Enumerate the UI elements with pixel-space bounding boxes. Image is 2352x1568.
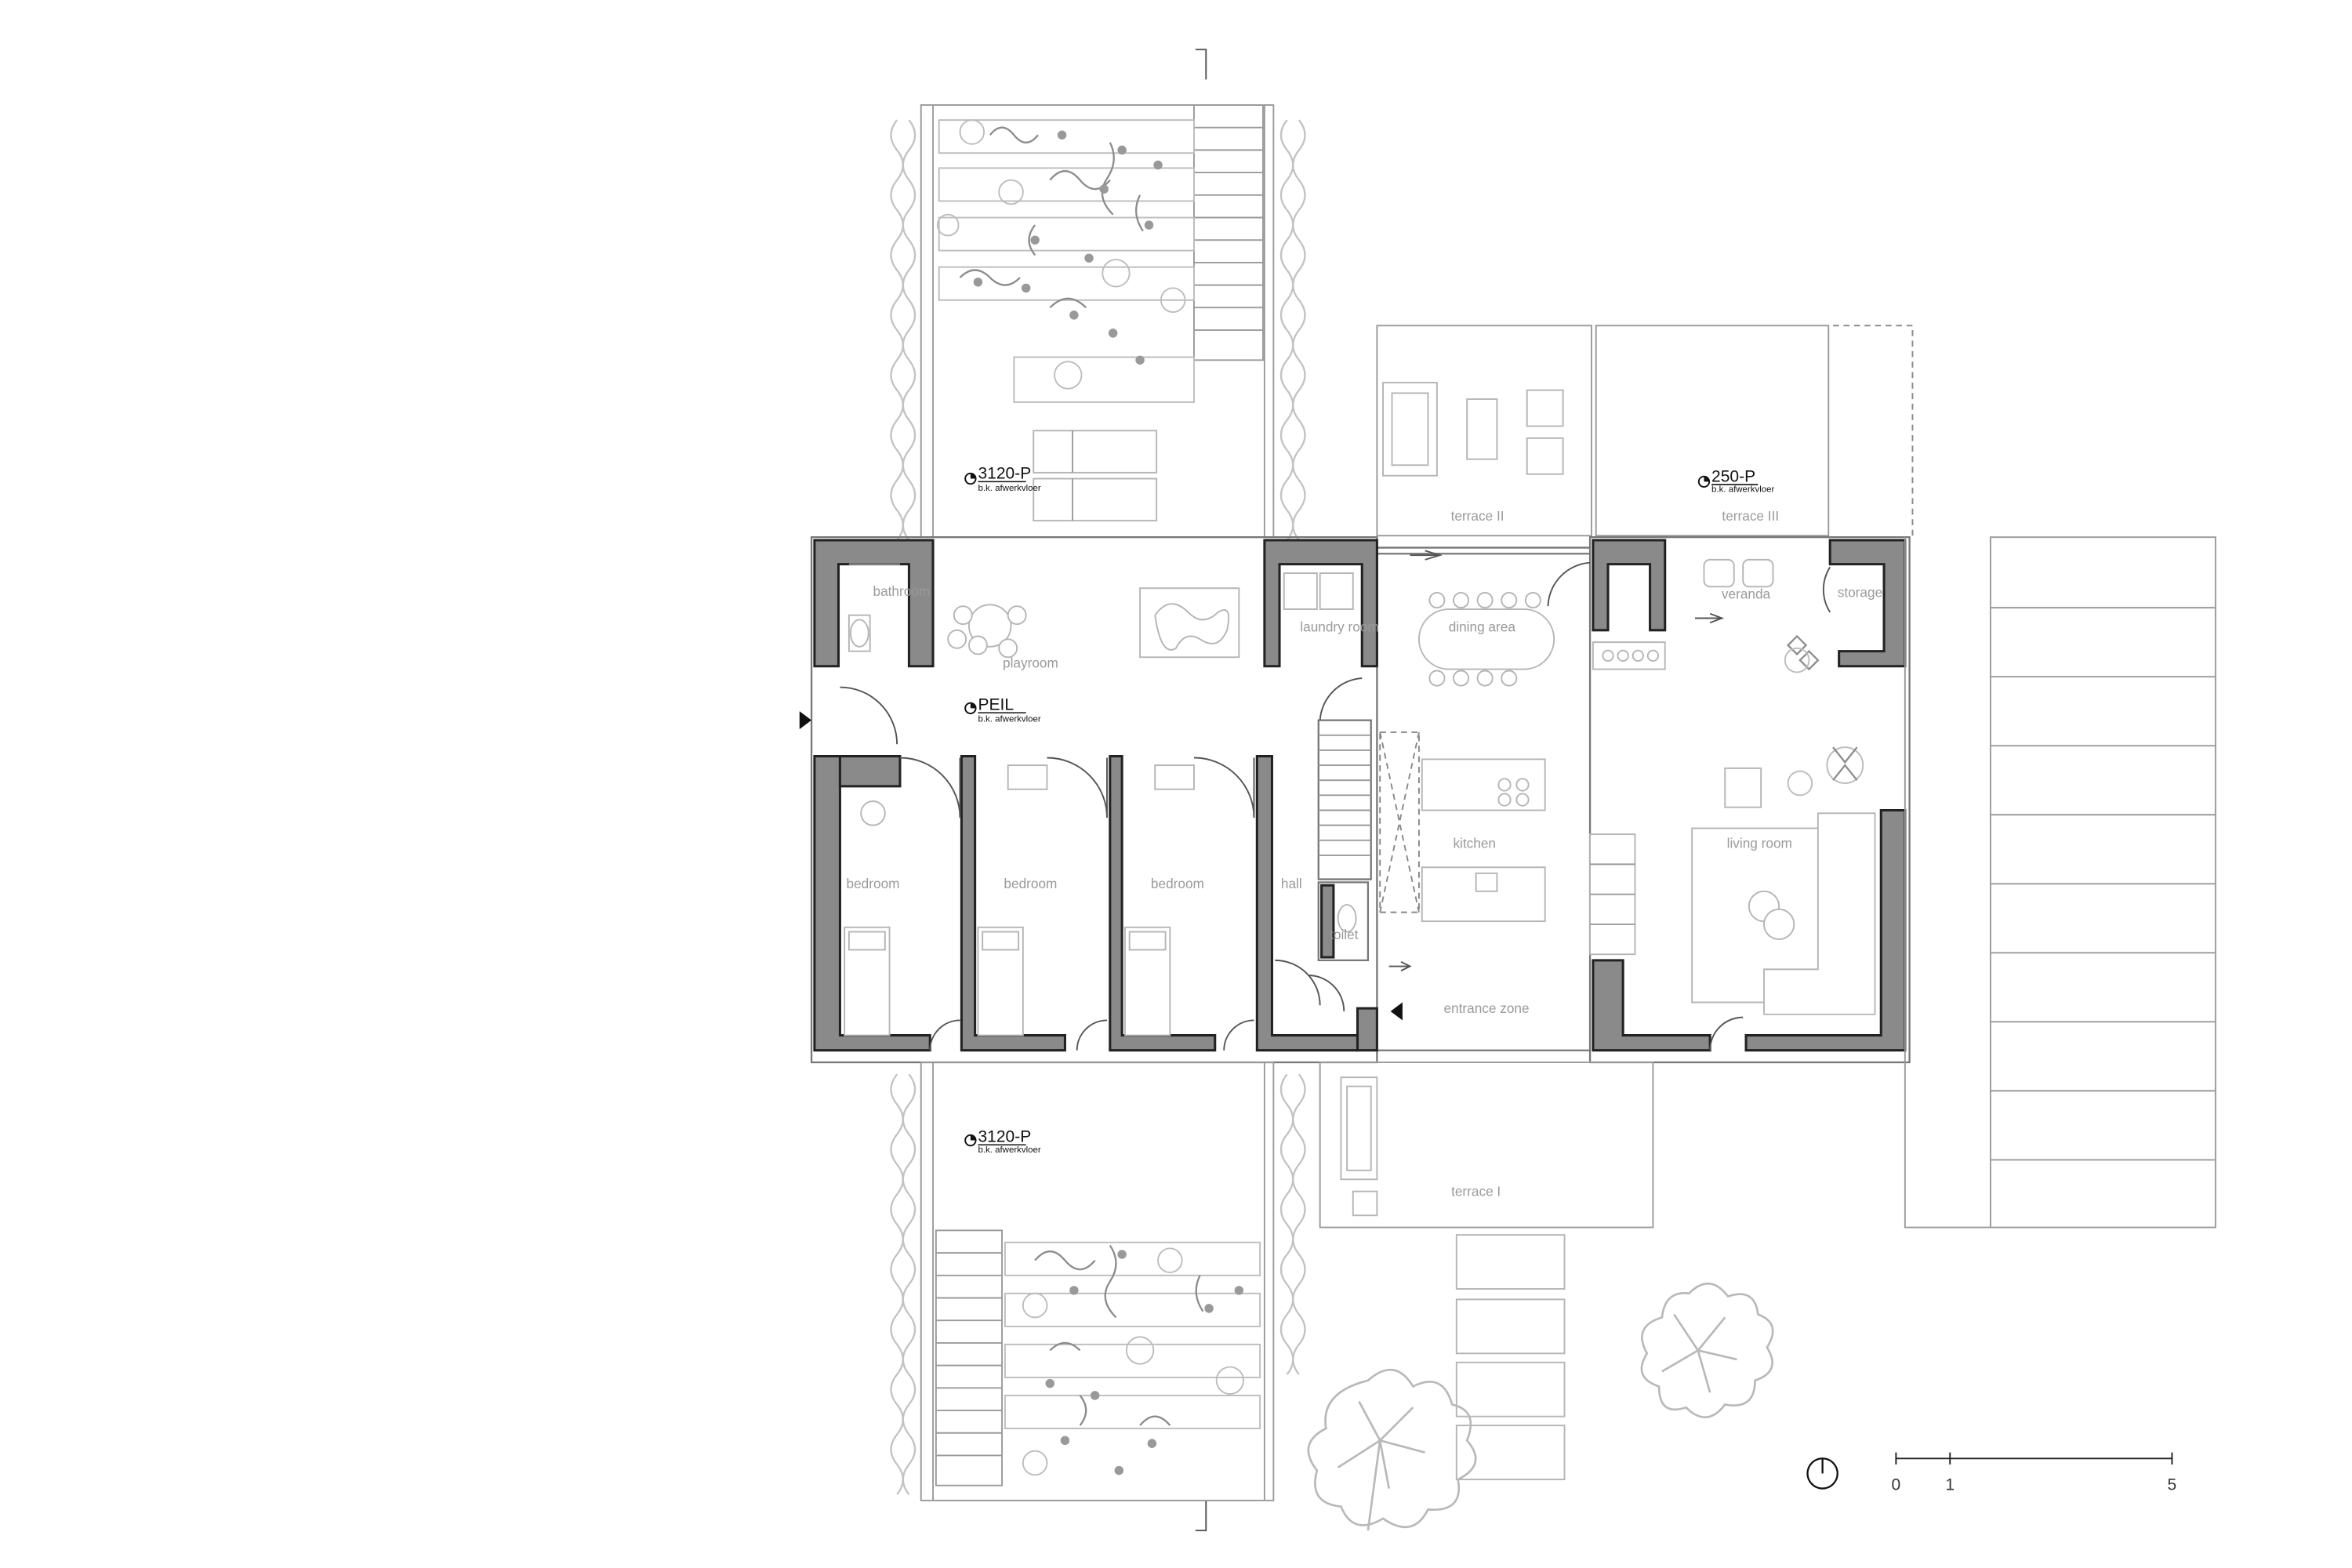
scale-tick-label: 1	[1945, 1475, 1955, 1494]
entrance-arrow-icon	[1390, 1002, 1403, 1021]
level-note: b.k. afwerkvloer	[1711, 485, 1774, 495]
entrance-arrow-icon	[799, 711, 812, 730]
planting-bed-south	[1004, 1241, 1261, 1476]
room-label-bathroom: bathroom	[873, 583, 931, 599]
paving-stones	[1455, 1234, 1566, 1481]
room-label-dining-area: dining area	[1449, 619, 1516, 635]
kitchen-island	[1421, 758, 1636, 956]
garden-steps-north	[1193, 104, 1264, 361]
room-label-terrace-ii: terrace II	[1451, 508, 1504, 524]
level-marker: 250-P b.k. afwerkvloer	[1697, 467, 1775, 495]
house-walls	[810, 536, 1911, 1064]
room-label-terrace-i: terrace I	[1451, 1183, 1501, 1199]
veranda-furniture	[1703, 558, 1820, 673]
tree-small	[1640, 1282, 1774, 1419]
playroom-furniture	[947, 587, 1240, 659]
level-note: b.k. afwerkvloer	[978, 484, 1040, 493]
room-label-laundry-room: laundry room	[1300, 619, 1378, 635]
laundry-fixtures	[1283, 572, 1354, 610]
garden-steps-south	[935, 1229, 1004, 1486]
room-label-veranda: veranda	[1722, 586, 1771, 602]
level-value: 3120-P	[978, 465, 1031, 483]
dining-furniture	[1417, 592, 1555, 687]
toilet-fixture	[1337, 904, 1357, 933]
level-marker: 3120-P b.k. afwerkvloer	[964, 465, 1041, 493]
terrace-i-area	[1319, 1062, 1654, 1229]
bedroom-furniture	[844, 764, 1195, 1036]
terrace-ii-area	[1376, 325, 1592, 537]
hedge-south-east	[1279, 1073, 1306, 1375]
room-label-playroom: playroom	[1003, 655, 1058, 671]
level-note: b.k. afwerkvloer	[978, 715, 1040, 724]
level-value: PEIL	[978, 695, 1014, 713]
bathroom-fixtures	[848, 563, 900, 652]
room-label-storage: storage	[1838, 585, 1882, 601]
north-arrow-icon	[1806, 1457, 1838, 1490]
north-garden	[920, 104, 1275, 539]
room-label-living-room: living room	[1727, 835, 1792, 851]
level-value: 3120-P	[978, 1127, 1031, 1145]
room-label-toilet: toilet	[1330, 927, 1359, 942]
level-note: b.k. afwerkvloer	[978, 1145, 1040, 1155]
level-marker: 3120-P b.k. afwerkvloer	[964, 1127, 1041, 1155]
planting-bed-north	[936, 119, 1195, 403]
scale-tick-label: 5	[2168, 1475, 2177, 1494]
room-label-entrance-zone: entrance zone	[1443, 1000, 1529, 1016]
room-label-kitchen: kitchen	[1453, 835, 1496, 851]
room-label-bedroom: bedroom	[1004, 876, 1057, 891]
room-label-terrace-iii: terrace III	[1722, 508, 1779, 524]
terrace-iii-area	[1595, 325, 1914, 540]
hedge-north-east	[1279, 119, 1306, 541]
staircase	[1317, 719, 1420, 913]
parking-strip	[1904, 536, 2216, 1229]
room-label-hall: hall	[1281, 876, 1302, 891]
room-label-bedroom: bedroom	[1151, 876, 1204, 891]
scale-bar: 0 1 5	[1892, 1452, 2177, 1494]
living-furniture	[1691, 746, 1876, 1015]
sun-lounger	[1033, 430, 1158, 474]
section-marker-bottom	[1195, 1500, 1207, 1532]
level-marker: PEIL b.k. afwerkvloer	[964, 695, 1041, 724]
scale-tick-label: 0	[1892, 1475, 1901, 1494]
south-garden	[920, 1062, 1275, 1501]
tree-large	[1307, 1368, 1477, 1531]
section-marker-top	[1195, 49, 1207, 80]
cooktop	[1592, 641, 1666, 670]
hedge-north-west	[890, 119, 916, 541]
room-label-bedroom: bedroom	[847, 876, 900, 891]
level-value: 250-P	[1711, 467, 1755, 485]
hedge-south-west	[890, 1073, 916, 1495]
doors	[840, 550, 1831, 1051]
sun-lounger	[1033, 477, 1158, 522]
